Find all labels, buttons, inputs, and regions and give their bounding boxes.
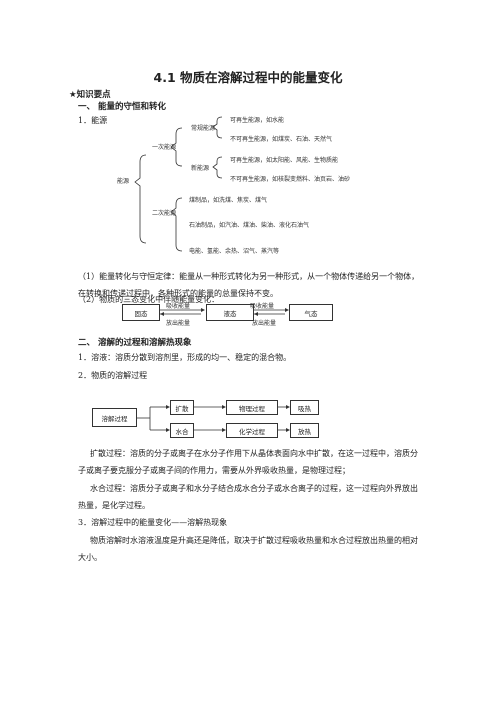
- tree-oil-products: 石油制品，如汽油、煤油、柴油、液化石油气: [189, 222, 310, 229]
- tree-secondary: 二次能源: [152, 210, 177, 217]
- section1-heading: 一、 能量的守恒和转化: [78, 102, 166, 112]
- section2-heading: 二、 溶解的过程和溶解热现象: [78, 338, 192, 348]
- brace-root: [134, 154, 147, 244]
- tree-new-energy: 新能源: [191, 165, 210, 172]
- tree-nonrenewable: 不可再生能源，如煤炭、石油、天然气: [230, 136, 333, 143]
- brace-secondary: [170, 197, 183, 252]
- label-release-1: 放出能量: [166, 320, 191, 327]
- flow-chemical: 化学过程: [226, 423, 278, 438]
- state-liquid: 液态: [206, 304, 254, 321]
- item-dissolve-process: 2．物质的溶解过程: [78, 371, 148, 380]
- tree-coal-products: 煤制品，如洗煤、焦炭、煤气: [189, 197, 268, 204]
- para-diffusion: 扩散过程：溶质的分子或离子在水分子作用下从晶体表面向水中扩散，在这一过程中，溶质…: [78, 449, 418, 475]
- tree-root: 能源: [117, 178, 130, 185]
- flow-process: 溶解过程: [92, 408, 137, 427]
- item-energy-source: 1．能源: [78, 116, 108, 125]
- flow-absorb-heat: 吸热: [290, 400, 319, 415]
- flow-diffusion: 扩散: [170, 400, 194, 415]
- para-hydration: 水合过程：溶质分子或离子和水分子结合成水合分子或水合离子的过程，这一过程向外界放…: [78, 484, 418, 510]
- tree-conventional: 常规能源: [191, 125, 216, 132]
- para-conservation: （1）能量转化与守恒定律：能量从一种形式转化为另一种形式，从一个物体传递给另一个…: [78, 272, 420, 298]
- tree-renewable: 可再生能源，如水能: [230, 117, 285, 124]
- state-gas: 气态: [289, 304, 333, 321]
- brace-conventional: [212, 116, 223, 139]
- tree-new-renewable: 可再生能源，如太阳能、风能、生物质能: [230, 157, 339, 164]
- page-title: 4.1 物质在溶解过程中的能量变化: [153, 70, 343, 85]
- label-absorb-2: 吸收能量: [250, 303, 275, 310]
- para-three-states: （2）物质的三态变化中伴随能量变化：: [78, 295, 220, 304]
- flow-hydration: 水合: [170, 423, 194, 438]
- para-heat: 物质溶解时水溶液温度是升高还是降低，取决于扩散过程吸收热量和水合过程放出热量的相…: [78, 536, 418, 562]
- flow-release-heat: 放热: [290, 423, 319, 438]
- state-solid: 固态: [122, 304, 160, 321]
- knowledge-header: ★知识要点: [69, 90, 111, 100]
- item-heat-phenomenon: 3．溶解过程中的能量变化——溶解热现象: [78, 518, 228, 527]
- label-absorb-1: 吸收能量: [166, 303, 191, 310]
- label-release-2: 放出能量: [252, 320, 277, 327]
- tree-new-nonrenewable: 不可再生能源，如核裂变燃料、油页岩、油砂: [230, 176, 351, 183]
- brace-new: [212, 156, 223, 179]
- item-solution: 1．溶液：溶质分散到溶剂里，形成的均一、稳定的混合物。: [78, 353, 292, 362]
- tree-primary: 一次能源: [152, 144, 177, 151]
- flow-physical: 物理过程: [226, 400, 278, 415]
- brace-primary: [170, 127, 183, 167]
- tree-others: 电能、氢能、余热、沼气、蒸汽等: [189, 248, 280, 255]
